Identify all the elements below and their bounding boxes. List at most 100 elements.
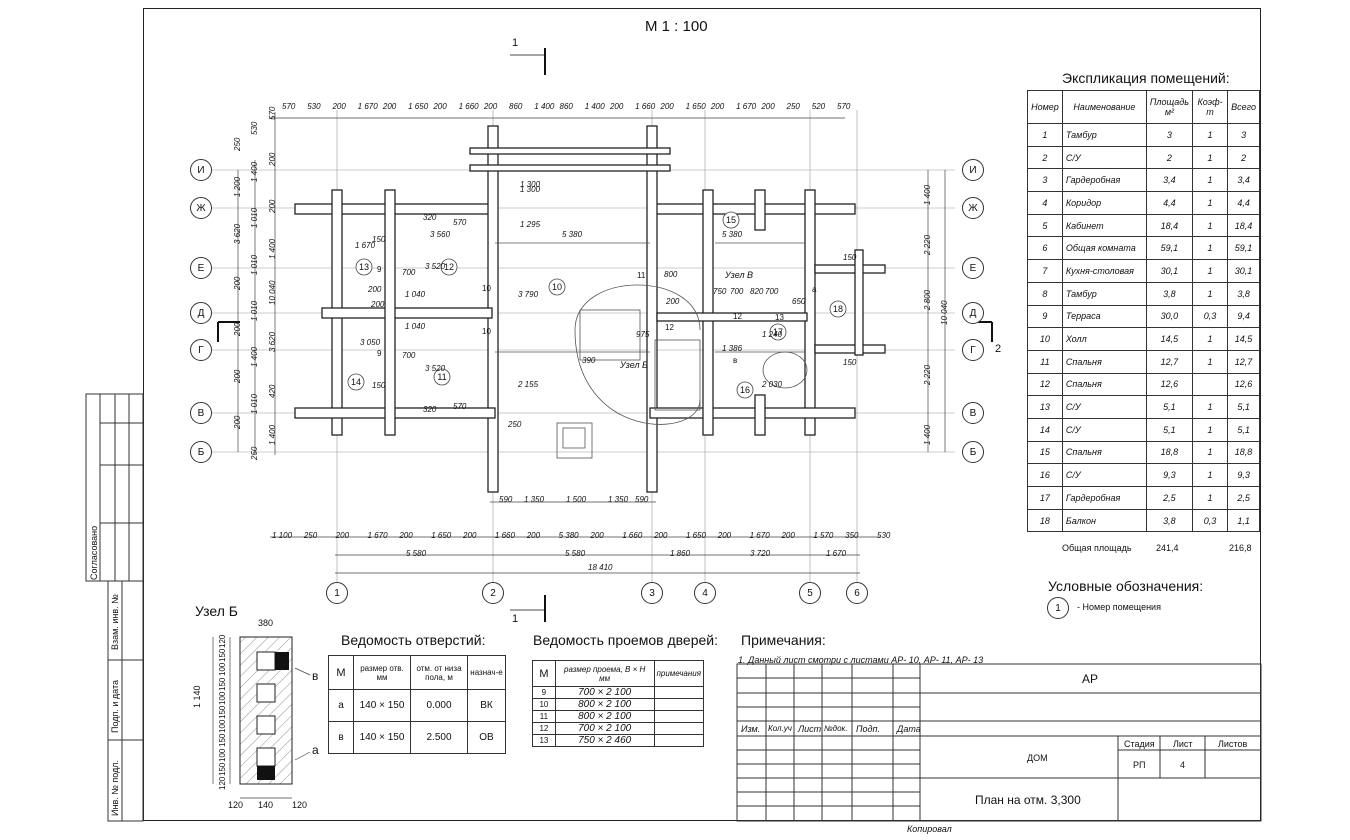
axis-col: 3	[641, 582, 663, 604]
plan-inner-dim: 3 790	[518, 290, 539, 299]
plan-inner-dim: 1 670	[355, 241, 376, 250]
plan-inner-dim: 1 040	[405, 290, 426, 299]
room-number: 15	[726, 215, 736, 225]
dim-top: 200	[382, 102, 397, 111]
dim-top: 520	[811, 102, 826, 111]
expl-cell: 1	[1191, 168, 1229, 193]
dim-bottom: 1 670	[367, 531, 388, 540]
openings-cell: 2.500	[410, 721, 468, 754]
room-number: 12	[444, 262, 454, 272]
node-b-mark-a: а	[312, 743, 319, 757]
doors-cell: 750 × 2 460	[554, 734, 655, 747]
plan-inner-dim: 1 295	[520, 220, 541, 229]
plan-inner-dim: 570	[453, 402, 467, 411]
plan-inner-dim: 320	[423, 213, 437, 222]
plan-inner-dim: 975	[636, 330, 650, 339]
dim-top: 1 650	[408, 102, 429, 111]
plan-inner-dim: 200	[368, 285, 382, 294]
axis-col: 1	[326, 582, 348, 604]
stamp-col: №док.	[824, 724, 848, 733]
expl-total-area: 241,4	[1156, 543, 1179, 553]
dim-bottom-2: 5 580	[565, 549, 586, 558]
walls	[294, 125, 886, 493]
expl-cell: 1	[1191, 395, 1229, 419]
stamp-stage-label: Стадия	[1124, 739, 1155, 749]
dim-top: 200	[660, 102, 674, 111]
plan-inner-dim: 3 560	[430, 230, 451, 239]
dim-top: 1 670	[736, 102, 757, 111]
dim-top: 860	[559, 102, 573, 111]
plan-inner-dim: 1 240	[762, 330, 783, 339]
axis-col: 5	[799, 582, 821, 604]
dim-top: 200	[710, 102, 725, 111]
legend-title: Условные обозначения:	[1048, 578, 1204, 594]
plan-mark: 10	[482, 327, 491, 336]
axis-col: 2	[482, 582, 504, 604]
dim-top: 570	[837, 102, 851, 111]
expl-header: Наименование	[1061, 90, 1147, 124]
node-b-dim-top: 380	[258, 618, 274, 628]
axis-row-right: Б	[962, 441, 984, 463]
dim-bottom-inner: 590	[635, 495, 649, 504]
doors-header: размер проема, В × Н мм	[554, 660, 655, 687]
expl-header: Площадь м²	[1145, 90, 1193, 124]
plan-inner-dim: 150	[843, 358, 857, 367]
plan-inner-dim: 700	[765, 287, 779, 296]
dim-bottom-2: 1 670	[826, 549, 847, 558]
openings-title: Ведомость отверстий:	[341, 632, 486, 648]
plan-mark: а	[812, 285, 817, 294]
dimension-lines	[237, 112, 946, 574]
plan-node-b-label: Узел Б	[620, 360, 648, 370]
notes-text: 1. Данный лист смотри с листами АР- 10, …	[738, 655, 984, 665]
stamp-col: Подп.	[856, 724, 880, 734]
legend-symbol: 1	[1047, 597, 1069, 619]
dim-bottom: 1 570	[813, 531, 834, 540]
plan-inner-dim: 320	[423, 405, 437, 414]
plan-inner-dim: 1 300	[520, 185, 541, 194]
room-number-circle	[440, 258, 458, 276]
dim-top: 200	[609, 102, 624, 111]
axis-row-left: Е	[190, 257, 212, 279]
openings-table: М размер отв. мм отм. от низа пола, м на…	[328, 655, 506, 754]
legend-text: - Номер помещения	[1077, 602, 1161, 612]
plan-inner-dim: 3 520	[425, 364, 446, 373]
plan-inner-dim: 1 040	[405, 322, 426, 331]
plan-inner-dim: 3 050	[360, 338, 381, 347]
section-mark-bottom: 1	[512, 613, 519, 625]
dim-bottom: 200	[781, 531, 795, 540]
node-b-dim-bottom: 140	[258, 800, 274, 810]
room-number: 11	[437, 372, 446, 382]
dim-bottom: 1 660	[494, 531, 515, 540]
node-b-dim-bottom: 120	[228, 800, 244, 810]
plan-inner-dim: 700	[730, 287, 744, 296]
expl-cell: 2	[1227, 145, 1260, 170]
plan-inner-dim: 700	[402, 268, 416, 277]
plan-inner-dim: 5 380	[722, 230, 743, 239]
dim-bottom: 200	[463, 531, 477, 540]
expl-cell: 0,3	[1191, 508, 1229, 533]
plan-inner-dim: 1 386	[722, 344, 743, 353]
plan-mark: в	[733, 356, 738, 365]
dim-top: 1 670	[357, 102, 378, 111]
doors-title: Ведомость проемов дверей:	[533, 632, 718, 648]
dim-top: 1 660	[458, 102, 479, 111]
doors-cell: 13	[532, 734, 556, 747]
room-number-circle	[829, 300, 847, 318]
dim-top: 1 400	[584, 102, 605, 111]
dim-bottom: 530	[877, 531, 891, 540]
dim-bottom-total: 18 410	[588, 563, 613, 572]
expl-cell: 1,1	[1227, 508, 1260, 533]
dim-top: 530	[307, 102, 321, 111]
dim-bottom-inner: 590	[499, 495, 513, 504]
plan-inner-dim: 390	[582, 356, 596, 365]
